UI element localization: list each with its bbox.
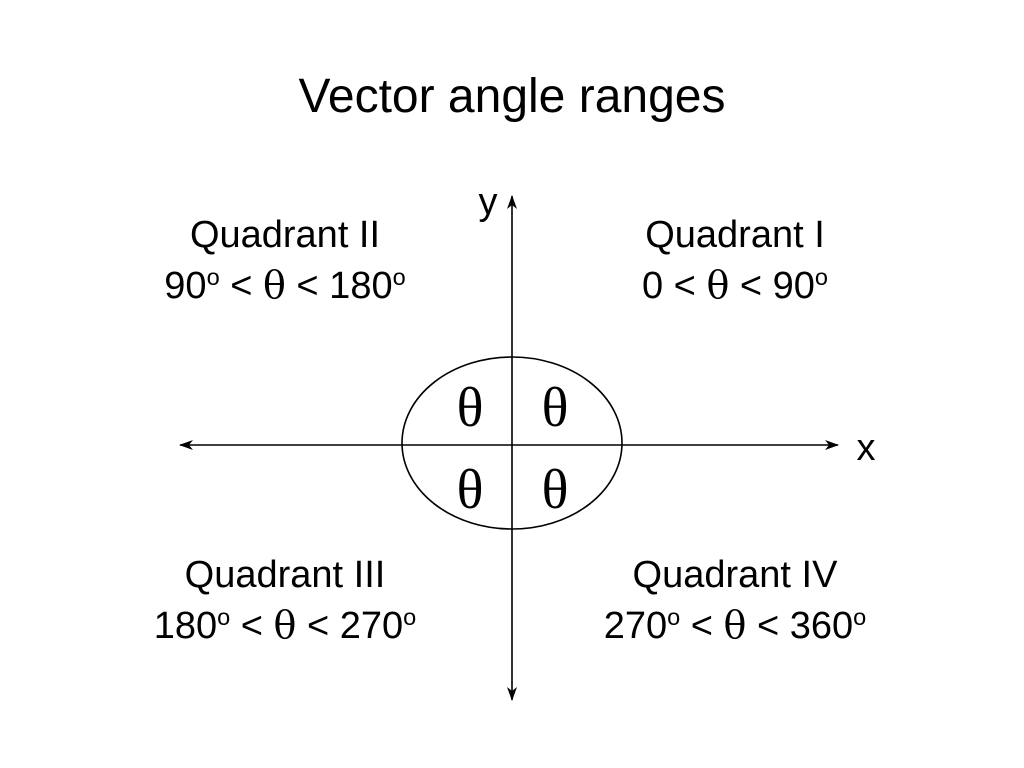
range-text: 0 < — [641, 265, 707, 307]
range-text: < 360 — [746, 605, 854, 647]
theta-symbol: θ — [273, 603, 297, 647]
degree-mark: o — [217, 604, 231, 631]
quadrant-2-label: Quadrant II 90o < θ < 180o — [110, 210, 460, 311]
degree-mark: o — [403, 604, 417, 631]
degree-mark: o — [667, 604, 681, 631]
range-text: < 180 — [285, 265, 393, 307]
quadrant-2-name: Quadrant II — [189, 214, 381, 256]
range-text: < — [680, 605, 724, 647]
degree-mark: o — [814, 264, 829, 291]
theta-symbol: θ — [706, 263, 730, 307]
theta-quadrant-3: θ — [457, 459, 484, 521]
theta-symbol: θ — [723, 603, 747, 647]
quadrant-1-label: Quadrant I 0 < θ < 90o — [560, 210, 910, 311]
theta-quadrant-2: θ — [457, 377, 484, 439]
quadrant-2-range: 90o < θ < 180o — [110, 260, 460, 311]
range-text: 90 — [164, 265, 207, 307]
x-axis-label: x — [857, 427, 876, 469]
quadrant-3-name: Quadrant III — [184, 554, 386, 596]
quadrant-4-label: Quadrant IV 270o < θ < 360o — [560, 550, 910, 651]
degree-mark: o — [853, 604, 867, 631]
quadrant-4-name: Quadrant IV — [632, 554, 838, 596]
quadrant-3-label: Quadrant III 180o < θ < 270o — [110, 550, 460, 651]
quadrant-1-name: Quadrant I — [645, 214, 825, 256]
y-axis-label: y — [479, 181, 498, 223]
theta-symbol: θ — [262, 263, 286, 307]
range-text: 270 — [603, 605, 668, 647]
theta-quadrant-4: θ — [542, 459, 569, 521]
quadrant-3-range: 180o < θ < 270o — [110, 600, 460, 651]
quadrant-1-range: 0 < θ < 90o — [560, 260, 910, 311]
quadrant-4-range: 270o < θ < 360o — [560, 600, 910, 651]
range-text: < — [219, 265, 263, 307]
range-text: < 270 — [296, 605, 404, 647]
angle-ellipse — [401, 356, 623, 530]
degree-mark: o — [392, 264, 406, 291]
slide-title: Vector angle ranges — [298, 70, 726, 123]
theta-quadrant-1: θ — [542, 377, 569, 439]
range-text: < — [230, 605, 274, 647]
range-text: 180 — [153, 605, 218, 647]
range-text: < 90 — [729, 265, 815, 307]
degree-mark: o — [206, 264, 220, 291]
